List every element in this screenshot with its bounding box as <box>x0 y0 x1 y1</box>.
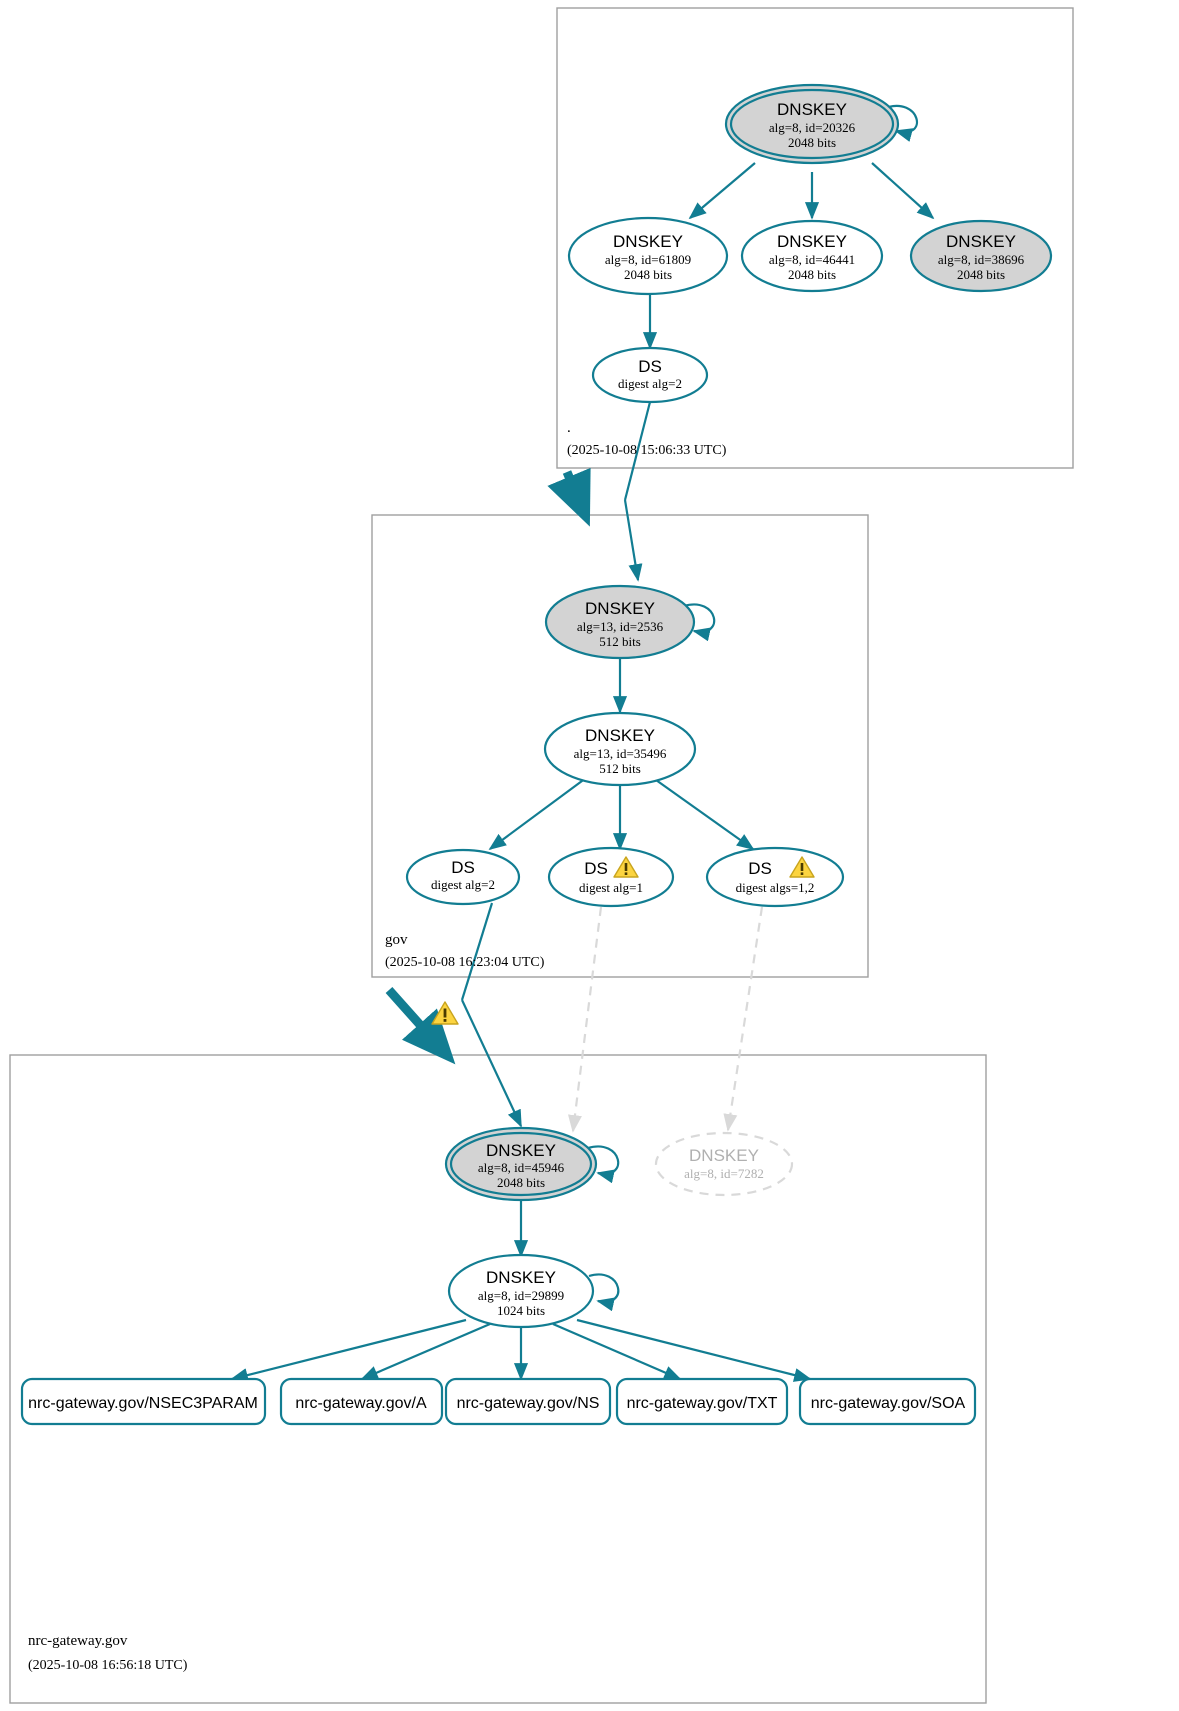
zone-box-root <box>556 7 1074 469</box>
node-line3: 1024 bits <box>497 1303 545 1318</box>
node-gov-ksk-2536[interactable]: DNSKEY alg=13, id=2536 512 bits <box>544 584 696 660</box>
rrset-label: nrc-gateway.gov/NSEC3PARAM <box>28 1395 258 1412</box>
rrset-a[interactable]: nrc-gateway.gov/A <box>279 1377 444 1426</box>
node-line2: alg=8, id=7282 <box>684 1166 764 1181</box>
node-gov-ds-alg2[interactable]: DS digest alg=2 <box>405 848 521 906</box>
zone-label-nrc-gateway: nrc-gateway.gov <box>28 1633 128 1649</box>
node-root-zsk-61809[interactable]: DNSKEY alg=8, id=61809 2048 bits <box>567 216 729 296</box>
zone-timestamp-root: (2025-10-08 15:06:33 UTC) <box>567 443 727 458</box>
edge-root-ds-to-gov-ksk <box>623 499 643 582</box>
rrset-label: nrc-gateway.gov/TXT <box>627 1395 778 1412</box>
node-line2: digest alg=2 <box>618 376 682 391</box>
zone-timestamp-gov: (2025-10-08 16:23:04 UTC) <box>385 955 545 970</box>
node-line3: 512 bits <box>599 761 641 776</box>
node-line3: 2048 bits <box>624 267 672 282</box>
node-line2: alg=8, id=29899 <box>478 1288 564 1303</box>
node-line2: alg=8, id=38696 <box>938 252 1025 267</box>
delegation-root-to-gov <box>547 467 591 527</box>
node-title: DS <box>584 859 608 878</box>
node-title: DNSKEY <box>946 232 1016 251</box>
node-root-zsk-46441[interactable]: DNSKEY alg=8, id=46441 2048 bits <box>740 219 884 293</box>
rrset-label: nrc-gateway.gov/SOA <box>811 1395 966 1412</box>
edge-gov-ds-to-nrc-ksk <box>461 999 522 1128</box>
node-title: DNSKEY <box>613 232 683 251</box>
self-sign-loop-root-ksk <box>884 104 918 142</box>
rrset-nsec3param[interactable]: nrc-gateway.gov/NSEC3PARAM <box>20 1377 267 1426</box>
node-root-ksk-20326[interactable]: DNSKEY alg=8, id=20326 2048 bits <box>724 83 900 165</box>
zone-label-root: . <box>567 420 571 436</box>
node-line3: 2048 bits <box>497 1175 545 1190</box>
node-gov-ds-algs12[interactable]: DS digest algs=1,2 <box>705 846 845 908</box>
node-nrc-zsk-29899[interactable]: DNSKEY alg=8, id=29899 1024 bits <box>447 1253 595 1329</box>
node-title: DNSKEY <box>585 726 655 745</box>
rrset-label: nrc-gateway.gov/NS <box>457 1395 600 1412</box>
rrset-txt[interactable]: nrc-gateway.gov/TXT <box>615 1377 789 1426</box>
node-line3: 2048 bits <box>788 267 836 282</box>
self-sign-loop-gov-ksk <box>683 603 716 642</box>
node-title: DNSKEY <box>486 1268 556 1287</box>
node-line2: digest alg=2 <box>431 877 495 892</box>
node-line2: alg=13, id=35496 <box>574 746 667 761</box>
node-line3: 2048 bits <box>957 267 1005 282</box>
warning-icon <box>789 856 815 878</box>
node-title: DNSKEY <box>777 232 847 251</box>
warning-icon <box>431 1001 459 1025</box>
node-line3: 512 bits <box>599 634 641 649</box>
zone-timestamp-nrc-gateway: (2025-10-08 16:56:18 UTC) <box>28 1658 188 1673</box>
node-line2: digest algs=1,2 <box>736 880 815 895</box>
rrset-ns[interactable]: nrc-gateway.gov/NS <box>444 1377 612 1426</box>
node-line2: digest alg=1 <box>579 880 643 895</box>
node-title: DNSKEY <box>689 1146 759 1165</box>
self-sign-loop-nrc-zsk <box>588 1273 620 1312</box>
faded-ds-links <box>567 906 764 1133</box>
node-title: DS <box>748 859 772 878</box>
node-line2: alg=13, id=2536 <box>577 619 664 634</box>
node-title: DS <box>638 357 662 376</box>
node-root-ds-gov[interactable]: DS digest alg=2 <box>591 346 709 404</box>
node-line2: alg=8, id=20326 <box>769 120 856 135</box>
self-sign-loop-nrc-ksk <box>587 1145 620 1184</box>
node-gov-ds-alg1[interactable]: DS digest alg=1 <box>547 846 675 908</box>
node-title: DNSKEY <box>486 1141 556 1160</box>
rrset-label: nrc-gateway.gov/A <box>295 1395 427 1412</box>
node-title: DNSKEY <box>777 100 847 119</box>
node-nrc-ksk-45946[interactable]: DNSKEY alg=8, id=45946 2048 bits <box>444 1126 598 1202</box>
node-title: DNSKEY <box>585 599 655 618</box>
zone-label-gov: gov <box>385 932 408 948</box>
nrc-edges <box>230 1199 812 1382</box>
node-line3: 2048 bits <box>788 135 836 150</box>
node-nrc-key-7282[interactable]: DNSKEY alg=8, id=7282 <box>654 1131 794 1197</box>
warning-icon <box>613 856 639 878</box>
node-root-zsk-38696[interactable]: DNSKEY alg=8, id=38696 2048 bits <box>909 219 1053 293</box>
node-line2: alg=8, id=46441 <box>769 252 855 267</box>
node-gov-zsk-35496[interactable]: DNSKEY alg=13, id=35496 512 bits <box>543 711 697 787</box>
zone-box-nrc-gateway <box>9 1054 987 1704</box>
node-title: DS <box>451 858 475 877</box>
delegation-gov-to-nrc <box>385 987 459 1065</box>
zone-box-gov <box>371 514 869 978</box>
gov-edges <box>460 657 755 1001</box>
root-edges <box>623 162 935 501</box>
node-line2: alg=8, id=45946 <box>478 1160 565 1175</box>
rrset-soa[interactable]: nrc-gateway.gov/SOA <box>798 1377 977 1426</box>
node-line2: alg=8, id=61809 <box>605 252 691 267</box>
